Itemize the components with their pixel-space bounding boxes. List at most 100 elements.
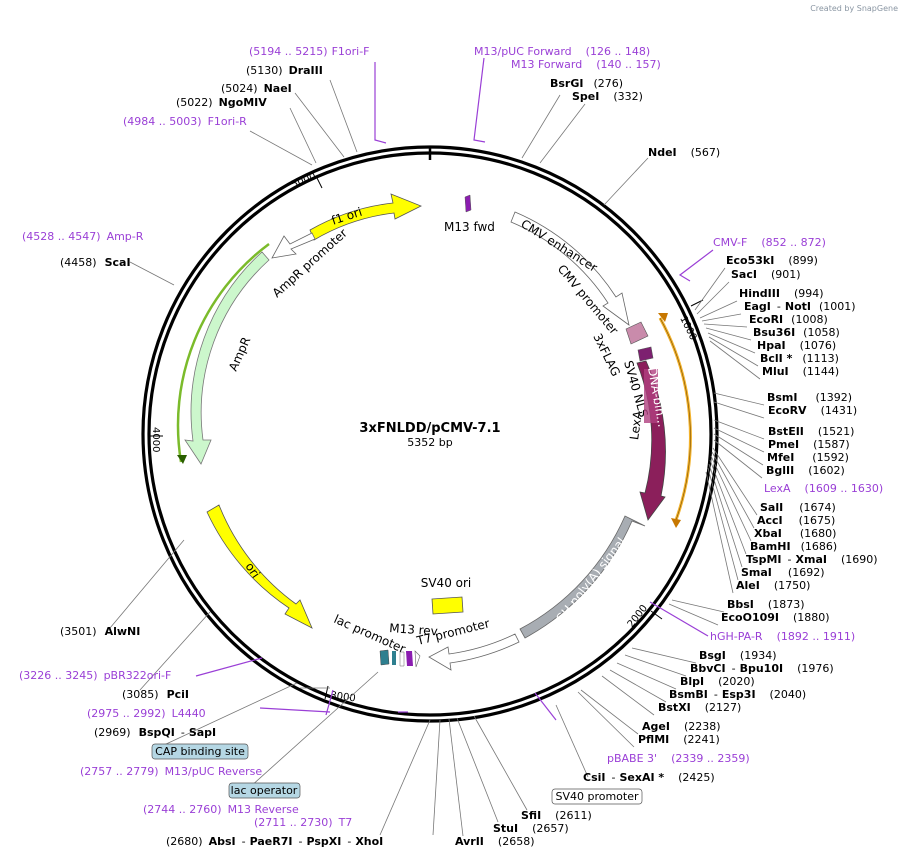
label-ecorv-pos: (1431): [821, 404, 858, 417]
site-leader-line: [580, 689, 639, 735]
label-bpu10i-pos: (1976): [797, 662, 834, 675]
label-bglii-pos: (1602): [808, 464, 845, 477]
site-leader-line: [708, 336, 759, 367]
svg-text:PmeI(1587): PmeI (1587): [768, 438, 850, 451]
label-bamhi-pos: (1686): [801, 540, 838, 553]
feature-lexa[interactable]: DNA-bin... LexA: [627, 360, 669, 521]
label-tspmi: TspMI: [746, 553, 782, 566]
box-sv40-promoter[interactable]: SV40 promoter: [551, 788, 643, 805]
svg-text:StuI(2657): StuI (2657): [493, 822, 569, 835]
label-avrii-pos: (2658): [498, 835, 535, 848]
scale-tick-5000: 5000: [290, 171, 323, 191]
scale-tick-4000: 4000: [150, 427, 163, 452]
label-pbabe3: pBABE 3': [607, 752, 657, 765]
tick-label-3000: 3000: [330, 690, 357, 704]
svg-text:NdeI(567): NdeI(567): [648, 146, 720, 159]
svg-text:(4458)ScaI: (4458)ScaI: [60, 256, 131, 269]
svg-text:PflMI(2241): PflMI(2241): [638, 733, 720, 746]
primer-marker: [259, 707, 331, 713]
primer-marker: [649, 601, 709, 637]
svg-text:M13 Forward(140 .. 157): M13 Forward(140 .. 157): [511, 58, 661, 71]
svg-text:(2744 .. 2760)M13 Reverse: (2744 .. 2760)M13 Reverse: [143, 803, 299, 816]
site-leader-line: [129, 261, 175, 286]
feature-ampr-promoter[interactable]: AmpR promoter: [270, 226, 350, 300]
label-sep-9: -: [181, 726, 185, 739]
label-agei-pos: (2238): [684, 720, 721, 733]
svg-text:BstEII(1521): BstEII(1521): [768, 425, 854, 438]
site-leader-line: [707, 332, 756, 354]
svg-text:HindIII(994): HindIII(994): [739, 287, 824, 300]
label-m13puc-fwd-range: (126 .. 148): [586, 45, 651, 58]
site-leader-line: [329, 79, 358, 153]
site-leader-line: [711, 451, 755, 529]
svg-text:CMV-F(852 .. 872): CMV-F(852 .. 872): [713, 236, 826, 249]
svg-text:(2969)BspQI-SapI: (2969)BspQI-SapI: [94, 726, 216, 739]
site-leader-line: [708, 463, 743, 568]
label-f1ori-f: F1ori-F: [332, 45, 370, 58]
label-f1ori-f-range: (5194 .. 5215): [249, 45, 328, 58]
label-sexai: SexAI *: [619, 771, 664, 784]
site-leader-line: [705, 471, 734, 594]
label-m13puc-rev-range: (2757 .. 2779): [80, 765, 159, 778]
site-leader-line: [616, 662, 677, 690]
label-stui: StuI: [493, 822, 518, 835]
label-mlui-pos: (1144): [803, 365, 840, 378]
svg-text:BclI *(1113): BclI * (1113): [760, 352, 839, 365]
label-l4440: L4440: [172, 707, 206, 720]
primer-marker: [195, 657, 263, 677]
site-leader-line: [109, 539, 185, 629]
label-hgh-pa-r-range: (1892 .. 1911): [777, 630, 856, 643]
label-pmei-pos: (1587): [813, 438, 850, 451]
svg-text:(4984 .. 5003)F1ori-R: (4984 .. 5003)F1ori-R: [123, 115, 247, 128]
label-acci: AccI: [757, 514, 783, 527]
site-leader-line: [521, 94, 561, 159]
label-alwni: AlwNI: [105, 625, 141, 638]
label-bsu36i: Bsu36I: [753, 326, 795, 339]
box-lac-operator[interactable]: lac operator: [228, 782, 301, 799]
svg-text:AgeI(2238): AgeI(2238): [642, 720, 721, 733]
label-bsteii-pos: (1521): [818, 425, 855, 438]
label-stui-pos: (2657): [532, 822, 569, 835]
site-leader-line: [539, 103, 586, 164]
label-bbsi-pos: (1873): [768, 598, 805, 611]
tick-label-2000: 2000: [626, 603, 650, 630]
label-sfii: SfiI: [521, 809, 541, 822]
site-leader-line: [249, 130, 313, 166]
site-leader-line: [577, 691, 635, 748]
svg-text:(2711 .. 2730)T7: (2711 .. 2730)T7: [254, 816, 352, 829]
label-bsmi: BsmI: [767, 391, 798, 404]
svg-text:MluI(1144): MluI(1144): [762, 365, 839, 378]
svg-text:EcoRI(1008): EcoRI(1008): [749, 313, 828, 326]
label-bcli-pos: (1113): [802, 352, 839, 365]
site-leader-line: [713, 427, 765, 453]
label-alwni-pos: (3501): [60, 625, 97, 638]
label-pmei: PmeI: [768, 438, 799, 451]
feature-ori[interactable]: ori: [206, 504, 313, 629]
svg-text:EcoO109I(1880): EcoO109I(1880): [721, 611, 830, 624]
svg-text:MfeI(1592): MfeI(1592): [767, 451, 849, 464]
svg-text:BsrGI(276): BsrGI(276): [550, 77, 623, 90]
svg-text:M13/pUC Forward(126 .. 148): M13/pUC Forward(126 .. 148): [474, 45, 650, 58]
feature-m13-fwd[interactable]: M13 fwd: [444, 194, 495, 234]
label-sep-8: -: [347, 835, 351, 848]
svg-text:XbaI(1680): XbaI(1680): [754, 527, 836, 540]
label-pfimi: PflMI: [638, 733, 669, 746]
label-amp-r-range: (4528 .. 4547): [22, 230, 101, 243]
svg-text:TspMI-XmaI(1690): TspMI-XmaI(1690): [746, 553, 878, 566]
primer-lexa-bar[interactable]: [658, 313, 692, 528]
feature-hgh-polya[interactable]: hGH poly(A) signal: [519, 515, 646, 639]
label-esp3i-pos: (2040): [770, 688, 807, 701]
label-bcli: BclI *: [760, 352, 793, 365]
site-labels: (5194 .. 5215)F1ori-F (5130)DraIII (5024…: [19, 45, 883, 848]
label-hpai-pos: (1076): [800, 339, 837, 352]
label-sapi: SapI: [189, 726, 216, 739]
box-cap-binding-site[interactable]: CAP binding site: [151, 743, 249, 760]
feature-f1-ori[interactable]: f1 ori: [309, 193, 422, 241]
feature-cmv-enhancer[interactable]: CMV enhancer CMV promoter: [510, 211, 630, 337]
label-ecori-pos: (1008): [791, 313, 828, 326]
feature-sv40-ori[interactable]: SV40 ori: [421, 576, 472, 615]
feature-label-sv40-ori: SV40 ori: [421, 576, 472, 590]
label-amp-r: Amp-R: [107, 230, 144, 243]
label-smai: SmaI: [741, 566, 772, 579]
